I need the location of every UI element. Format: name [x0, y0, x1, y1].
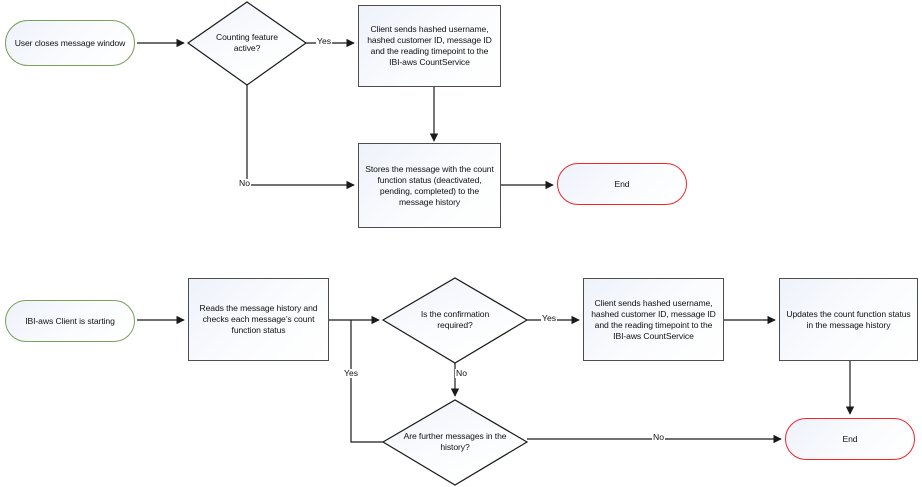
node-label: End [614, 178, 630, 189]
edge-decision-no-to-store [246, 85, 355, 190]
node-reads-message-history[interactable]: Reads the message history and checks eac… [188, 278, 329, 361]
node-end-top-flow[interactable]: End [557, 163, 687, 205]
edge-label-no-confirmation-required: No [455, 368, 468, 378]
node-label: End [842, 433, 858, 444]
decision-label-is-confirmation-required[interactable]: Is the confirmation required? [400, 300, 510, 340]
node-start-ibi-aws-client-is-starting[interactable]: IBI-aws Client is starting [5, 300, 135, 342]
node-label: Client sends hashed username, hashed cus… [367, 24, 492, 67]
node-label: IBI-aws Client is starting [25, 315, 115, 326]
node-client-sends-hashed-data-top[interactable]: Client sends hashed username, hashed cus… [358, 5, 501, 87]
edge-label-yes-loop-back: Yes [343, 368, 360, 378]
node-stores-message-with-count-status[interactable]: Stores the message with the count functi… [358, 143, 501, 228]
node-label: Reads the message history and checks eac… [199, 303, 318, 335]
edge-label-no-further-messages: No [652, 432, 665, 442]
edge-further-yes-loop-back [350, 320, 383, 443]
edge-label-yes-counting-active: Yes [316, 36, 333, 46]
node-label: Client sends hashed username, hashed cus… [591, 297, 716, 341]
node-label: Updates the count function status in the… [786, 308, 911, 330]
node-label: Is the confirmation required? [420, 309, 490, 330]
node-label: Stores the message with the count functi… [365, 163, 494, 207]
decision-label-are-further-messages[interactable]: Are further messages in the history? [385, 422, 525, 462]
decision-label-counting-feature-active[interactable]: Counting feature active? [197, 22, 297, 64]
node-label: User closes message window [14, 37, 126, 48]
edge-label-yes-confirmation-required: Yes [541, 313, 558, 323]
node-start-user-closes-message-window[interactable]: User closes message window [5, 20, 135, 66]
edge-label-no-counting-active: No [238, 178, 251, 188]
node-client-sends-hashed-data-bottom[interactable]: Client sends hashed username, hashed cus… [583, 278, 724, 361]
node-label: Counting feature active? [216, 32, 278, 53]
node-label: Are further messages in the history? [403, 431, 507, 452]
node-end-bottom-flow[interactable]: End [785, 418, 915, 460]
node-updates-count-function-status[interactable]: Updates the count function status in the… [779, 278, 918, 361]
decision-are-further-messages [381, 399, 529, 486]
